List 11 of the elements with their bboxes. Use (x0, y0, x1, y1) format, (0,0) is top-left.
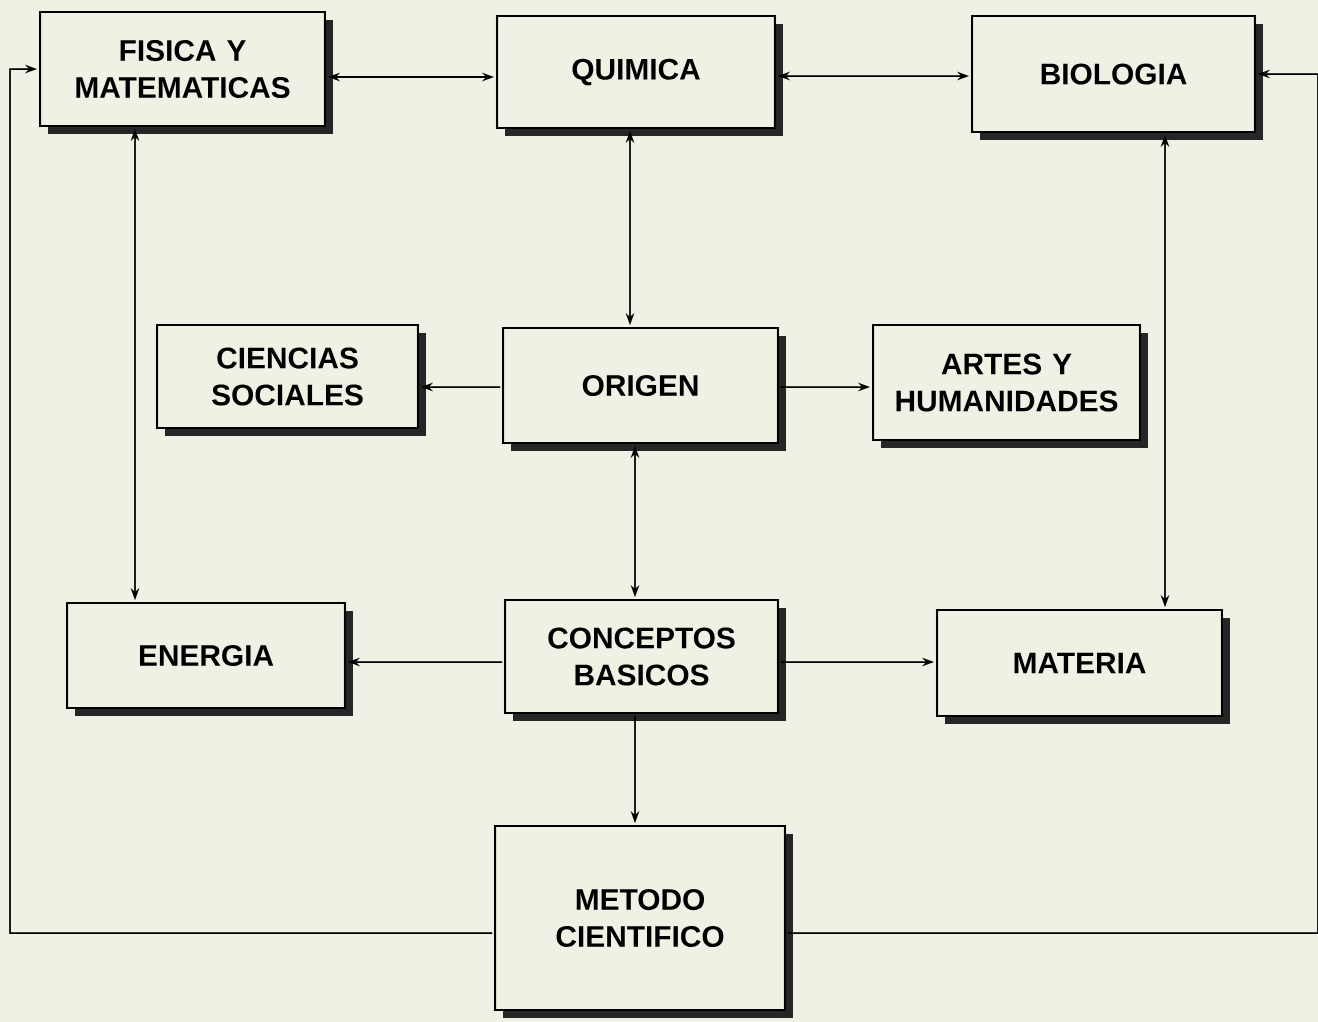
concept-box: CONCEPTOS BASICOS (504, 598, 786, 721)
concept-box: ARTES Y HUMANIDADES (872, 323, 1148, 448)
arrow (9, 64, 494, 934)
concept-box: METODO CIENTIFICO (494, 824, 793, 1018)
concept-box: ENERGIA (65, 601, 353, 716)
concept-box: FISICA Y MATEMATICAS (39, 10, 333, 134)
concept-box: BIOLOGIA (971, 14, 1263, 140)
concept-box: MATERIA (936, 608, 1230, 724)
concept-box: CIENCIAS SOCIALES (155, 323, 426, 436)
concept-box: QUIMICA (496, 14, 783, 136)
concept-box: ORIGEN (502, 326, 786, 451)
